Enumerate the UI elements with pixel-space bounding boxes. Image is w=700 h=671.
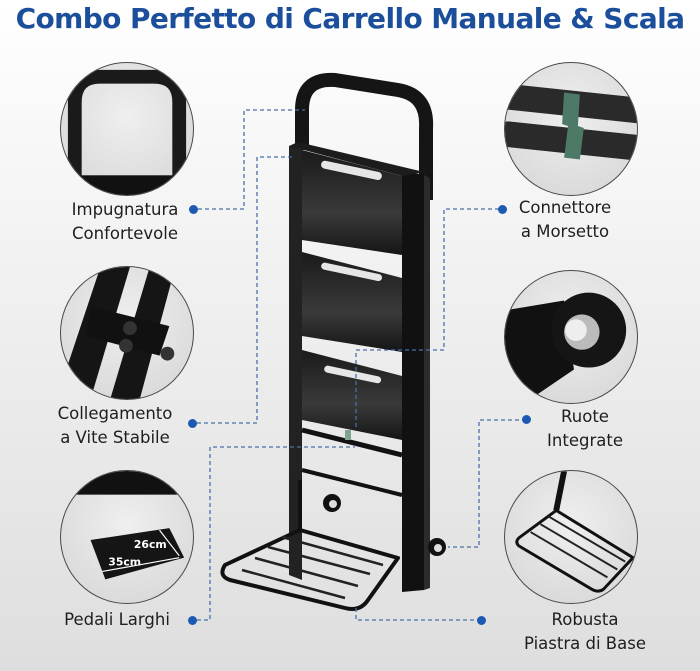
- base-plate-closeup-image: [504, 470, 638, 604]
- pedal-width-dimension: 35cm: [108, 556, 141, 569]
- page-title: Combo Perfetto di Carrello Manuale & Sca…: [15, 2, 685, 35]
- pedal-depth-dimension: 26cm: [134, 538, 167, 551]
- handle-closeup-image: [60, 62, 194, 196]
- baseplate-callout-dot-icon: [477, 616, 486, 625]
- handle-callout-dot-icon: [189, 205, 198, 214]
- wheels-callout-dot-icon: [522, 415, 531, 424]
- clamp-connector-closeup-image: [504, 62, 638, 196]
- clamp-callout-dot-icon: [498, 205, 507, 214]
- pedals-callout-dot-icon: [188, 616, 197, 625]
- screw-callout-dot-icon: [188, 419, 197, 428]
- wide-pedal-closeup-image: 26cm 35cm: [60, 470, 194, 604]
- feature-label-pedals: Pedali Larghi: [64, 610, 170, 629]
- screw-joint-closeup-image: [60, 266, 194, 400]
- wheel-closeup-image: [504, 270, 638, 404]
